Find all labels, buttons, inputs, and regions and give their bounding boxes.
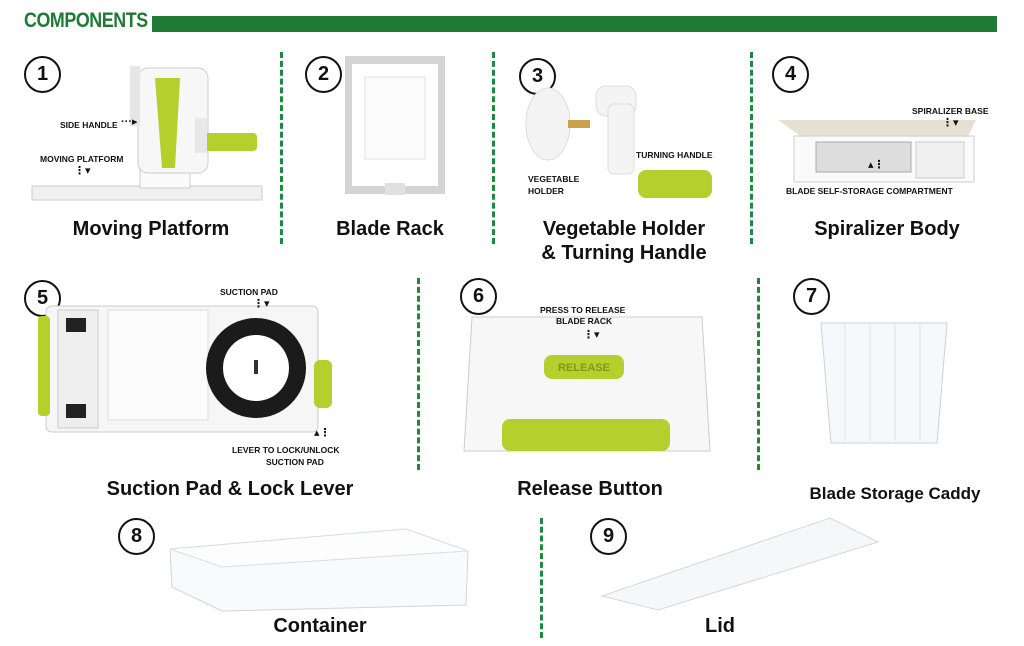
component-title: Blade Storage Caddy <box>809 484 981 503</box>
divider <box>750 52 753 244</box>
blade-storage-caddy-image <box>815 303 955 453</box>
container-image <box>166 527 472 613</box>
callout-vegetable: VEGETABLE <box>528 174 580 184</box>
component-title-line1: Vegetable Holder <box>542 218 706 240</box>
callout-suction-pad: SUCTION PAD <box>220 287 278 297</box>
callout-spiralizer-base: SPIRALIZER BASE <box>912 106 989 116</box>
callout-moving-platform: MOVING PLATFORM <box>40 154 124 164</box>
page-title: COMPONENTS <box>24 9 148 32</box>
callout-side-handle: SIDE HANDLE <box>60 120 118 130</box>
callout-blade-storage-compartment: BLADE SELF-STORAGE COMPARTMENT <box>786 186 953 196</box>
component-number: 7 <box>793 278 830 315</box>
component-title-line2: & Turning Handle <box>541 242 707 264</box>
component-title: Release Button <box>517 478 663 500</box>
component-title: Blade Rack <box>336 218 444 240</box>
component-number: 4 <box>772 56 809 93</box>
arrow-icon: ▴⋮ <box>868 159 885 171</box>
turning-handle-image <box>588 84 718 204</box>
component-title: Moving Platform <box>72 218 230 240</box>
moving-platform-image <box>30 58 270 208</box>
arrow-icon: ▴⋮ <box>314 427 331 439</box>
arrow-icon: ⋮▾ <box>942 117 959 129</box>
arrow-icon: ⋮▾ <box>253 298 270 310</box>
component-title: Lid <box>705 615 735 637</box>
component-title: Suction Pad & Lock Lever <box>106 478 354 500</box>
component-number: 9 <box>590 518 627 555</box>
callout-turning-handle: TURNING HANDLE <box>636 150 713 160</box>
arrow-icon: ⋮▾ <box>583 329 600 341</box>
component-number: 8 <box>118 518 155 555</box>
divider <box>417 278 420 470</box>
suction-pad-image <box>38 302 338 437</box>
component-title: Spiralizer Body <box>814 218 960 240</box>
arrow-icon: ···▸ <box>121 116 138 128</box>
vegetable-holder-image <box>520 84 600 164</box>
release-button-image <box>462 315 712 455</box>
header-bar <box>152 16 997 32</box>
arrow-icon: ⋮▾ <box>74 165 91 177</box>
callout-holder: HOLDER <box>528 186 564 196</box>
divider <box>540 518 543 638</box>
lid-image <box>598 514 882 614</box>
divider <box>757 278 760 470</box>
blade-rack-image <box>345 55 445 205</box>
spiralizer-body-image <box>776 112 986 187</box>
callout-suction-pad-2: SUCTION PAD <box>266 457 324 467</box>
callout-lever-lock-unlock: LEVER TO LOCK/UNLOCK <box>232 445 340 455</box>
component-number: 6 <box>460 278 497 315</box>
component-title: Container <box>273 615 367 637</box>
component-number: 2 <box>305 56 342 93</box>
component-number: 1 <box>24 56 61 93</box>
divider <box>492 52 495 244</box>
callout-press-to-release: PRESS TO RELEASE <box>540 305 626 315</box>
callout-blade-rack: BLADE RACK <box>556 316 613 326</box>
release-button-label: RELEASE <box>558 362 610 374</box>
divider <box>280 52 283 244</box>
